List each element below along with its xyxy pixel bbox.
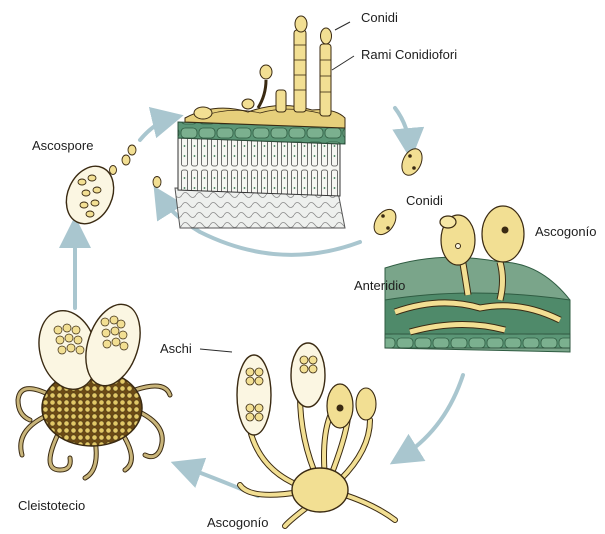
ascus-1 — [237, 355, 271, 435]
ascogonio-with-asci — [237, 343, 395, 526]
arrow-conidiophore-to-conidi — [395, 108, 410, 148]
arrow-to-ascogonio — [400, 375, 463, 458]
label-conidi-top: Conidi — [361, 10, 398, 25]
ascus-2 — [291, 343, 325, 407]
label-cleistotecio: Cleistotecio — [18, 498, 85, 513]
cleistotecio-illustration — [18, 297, 170, 478]
label-rami-conidiofori: Rami Conidiofori — [361, 47, 457, 62]
label-conidi-side: Conidi — [406, 193, 443, 208]
label-ascogonio-bottom: Ascogonío — [207, 515, 268, 530]
ascogonio-cell — [482, 206, 524, 262]
leaf-section-top — [175, 16, 345, 228]
label-anteridio: Anteridio — [354, 278, 405, 293]
label-aschi: Aschi — [160, 341, 192, 356]
label-ascospore: Ascospore — [32, 138, 93, 153]
arrow-ascospore-to-leaf — [140, 118, 172, 140]
ascus-releasing-spores — [57, 145, 161, 231]
label-ascogonio-right: Ascogonío — [535, 224, 596, 239]
